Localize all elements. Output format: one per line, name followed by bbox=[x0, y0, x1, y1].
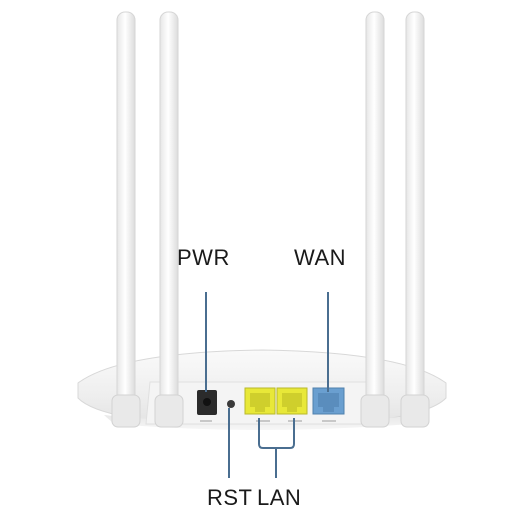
wan-port bbox=[312, 387, 345, 415]
reset-button-hole bbox=[227, 400, 235, 408]
rst-label: RST bbox=[207, 485, 253, 510]
antenna-right-outer bbox=[400, 11, 430, 428]
wan-label: WAN bbox=[294, 245, 347, 270]
antenna-left-inner bbox=[154, 11, 184, 428]
lan-label: LAN bbox=[257, 485, 302, 510]
antenna-left-outer bbox=[111, 11, 141, 428]
lan-port-2 bbox=[276, 387, 308, 415]
antenna-right-inner bbox=[360, 11, 390, 428]
leader-lines bbox=[205, 292, 329, 478]
power-jack bbox=[197, 390, 217, 415]
lan-leader-bracket bbox=[258, 418, 295, 478]
pwr-label: PWR bbox=[177, 245, 230, 270]
lan-port-1 bbox=[244, 387, 276, 415]
